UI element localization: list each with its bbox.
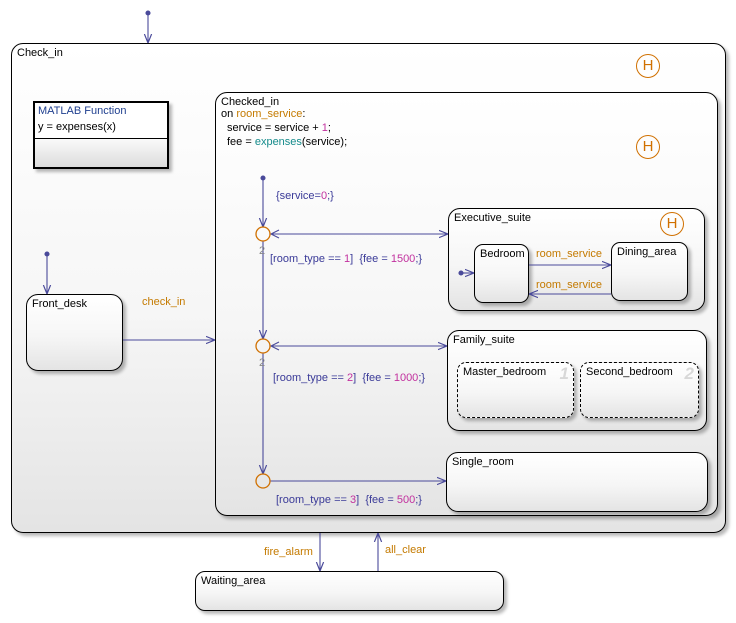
cond2-number: 2 bbox=[347, 372, 354, 384]
label-check-in: check_in bbox=[142, 296, 186, 308]
label-condition-2: [room_type == 2] {fee = 1000;} bbox=[273, 372, 425, 384]
label-init-action: {service=0;} bbox=[276, 190, 334, 202]
history-junction-executive-suite[interactable]: H bbox=[660, 212, 684, 236]
state-family-suite-title: Family_suite bbox=[453, 334, 515, 346]
init-action-text: {service= bbox=[276, 190, 321, 202]
action-colon: : bbox=[302, 108, 306, 120]
state-master-bedroom[interactable]: Master_bedroom 1 bbox=[457, 362, 574, 418]
cond1-text: [room_type == bbox=[270, 253, 344, 265]
cond3-number: 3 bbox=[350, 494, 357, 506]
cond2-action-end: ;} bbox=[418, 372, 426, 384]
state-master-bedroom-title: Master_bedroom bbox=[463, 366, 547, 378]
cond3-action-number: 500 bbox=[396, 494, 416, 506]
service-increment-end: ; bbox=[327, 122, 331, 134]
state-second-bedroom-title: Second_bedroom bbox=[586, 366, 673, 378]
label-all-clear: all_clear bbox=[385, 544, 426, 556]
state-bedroom-title: Bedroom bbox=[480, 248, 525, 260]
label-room-service-back: room_service bbox=[536, 279, 603, 291]
state-checked-in-title: Checked_in bbox=[221, 96, 280, 108]
cond1-action-number: 1500 bbox=[390, 253, 416, 265]
checked-in-action-line3: fee = expenses(service); bbox=[227, 136, 347, 148]
label-condition-3: [room_type == 3] {fee = 500;} bbox=[276, 494, 422, 506]
expenses-function-name: expenses bbox=[254, 136, 302, 148]
state-front-desk-title: Front_desk bbox=[32, 298, 88, 310]
history-junction-checked-in[interactable]: H bbox=[636, 135, 660, 159]
state-dining-area-title: Dining_area bbox=[617, 246, 677, 258]
matlab-function-body bbox=[35, 139, 167, 167]
state-single-room-title: Single_room bbox=[452, 456, 514, 468]
fee-assign-text: fee = bbox=[227, 136, 255, 148]
label-fire-alarm: fire_alarm bbox=[264, 546, 313, 558]
matlab-function-signature: y = expenses(x) bbox=[38, 121, 116, 133]
arrowhead-family-suite-junction bbox=[269, 341, 280, 351]
connective-junction-1[interactable] bbox=[255, 226, 271, 242]
fee-assign-end: (service); bbox=[301, 136, 348, 148]
cond2-action-number: 1000 bbox=[393, 372, 419, 384]
label-condition-1: [room_type == 1] {fee = 1500;} bbox=[270, 253, 422, 265]
junction-2-order: 2 bbox=[259, 357, 266, 369]
cond2-action-text: {fee = bbox=[362, 372, 394, 384]
on-keyword: on bbox=[221, 108, 234, 120]
state-single-room[interactable]: Single_room bbox=[446, 452, 708, 512]
init-action-end: ;} bbox=[327, 190, 334, 202]
state-executive-suite-title: Executive_suite bbox=[454, 212, 532, 224]
state-front-desk[interactable]: Front_desk bbox=[26, 294, 123, 371]
cond3-end: ] bbox=[356, 494, 360, 506]
state-dining-area[interactable]: Dining_area bbox=[611, 242, 688, 301]
master-bedroom-execution-order: 1 bbox=[559, 364, 569, 383]
connective-junction-3[interactable] bbox=[255, 473, 271, 489]
cond2-text: [room_type == bbox=[273, 372, 347, 384]
second-bedroom-execution-order: 2 bbox=[684, 364, 694, 383]
connective-junction-2[interactable] bbox=[255, 338, 271, 354]
room-service-event: room_service bbox=[236, 108, 303, 120]
service-increment-number: 1 bbox=[321, 122, 328, 134]
state-waiting-area[interactable]: Waiting_area bbox=[195, 571, 504, 611]
matlab-function-block[interactable]: MATLAB Function y = expenses(x) bbox=[33, 101, 169, 169]
cond1-action-end: ;} bbox=[415, 253, 423, 265]
checked-in-action-line2: service = service + 1; bbox=[227, 122, 331, 134]
label-room-service-forward: room_service bbox=[536, 248, 603, 260]
cond3-action-text: {fee = bbox=[365, 494, 397, 506]
state-waiting-area-title: Waiting_area bbox=[201, 575, 266, 587]
state-check-in-title: Check_in bbox=[17, 47, 63, 59]
cond1-action-text: {fee = bbox=[359, 253, 391, 265]
history-junction-check-in[interactable]: H bbox=[636, 54, 660, 78]
junction-1-order: 2 bbox=[259, 245, 266, 257]
state-bedroom[interactable]: Bedroom bbox=[474, 244, 529, 303]
matlab-function-divider bbox=[35, 138, 167, 139]
matlab-function-header: MATLAB Function bbox=[38, 105, 127, 117]
state-second-bedroom[interactable]: Second_bedroom 2 bbox=[580, 362, 699, 418]
cond3-action-end: ;} bbox=[415, 494, 422, 506]
cond1-number: 1 bbox=[344, 253, 351, 265]
cond3-text: [room_type == bbox=[276, 494, 350, 506]
checked-in-action-line1: on room_service: bbox=[221, 108, 305, 120]
cond2-end: ] bbox=[353, 372, 357, 384]
cond1-end: ] bbox=[350, 253, 354, 265]
service-increment-text: service = service + bbox=[227, 122, 322, 134]
arrowhead-exec-suite-junction bbox=[269, 229, 280, 239]
init-action-number: 0 bbox=[320, 190, 328, 202]
